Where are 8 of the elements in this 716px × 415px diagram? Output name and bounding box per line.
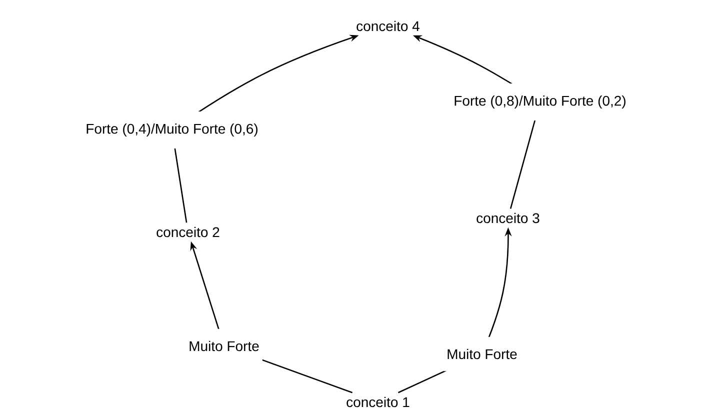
- concept-label: conceito 2: [156, 226, 220, 238]
- edge-label: Forte (0,8)/Muito Forte (0,2): [450, 83, 630, 120]
- concept-label: conceito 4: [356, 20, 420, 32]
- edge-label: Muito Forte: [186, 328, 262, 364]
- concept-label: conceito 1: [346, 396, 410, 408]
- concept-label: conceito 3: [476, 212, 540, 224]
- edge-label: Forte (0,4)/Muito Forte (0,6): [82, 111, 262, 149]
- edge-label: Muito Forte: [444, 336, 520, 372]
